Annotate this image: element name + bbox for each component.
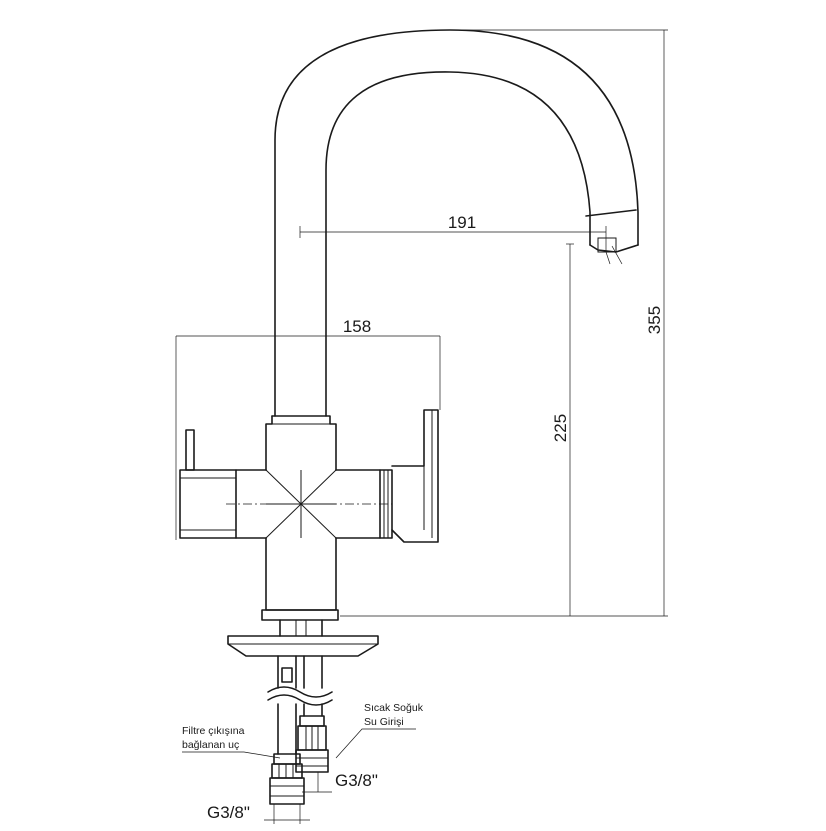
- annotation-filter-outlet: Filtre çıkışına bağlanan uç: [182, 725, 281, 759]
- filter-outlet-label-line1: Filtre çıkışına: [182, 725, 245, 737]
- dimension-225-label: 225: [551, 414, 570, 442]
- dimension-total-height: 355: [450, 29, 668, 617]
- inlet-fitting: [295, 715, 329, 773]
- inlet-label-line2: Su Girişi: [364, 716, 404, 728]
- dimension-body-width: 158: [175, 317, 441, 540]
- mounting-base: [227, 619, 379, 657]
- supply-hoses: [267, 655, 333, 755]
- filter-outlet-fitting: [269, 753, 305, 805]
- thread-inlet-dimension: G3/8": [302, 771, 378, 793]
- thread-inlet-label: G3/8": [335, 771, 378, 790]
- filter-outlet-label-line2: bağlanan uç: [182, 739, 239, 751]
- inlet-label-line1: Sıcak Soğuk: [364, 702, 424, 714]
- dimension-191-label: 191: [448, 213, 476, 232]
- faucet-body: [179, 409, 439, 621]
- dimension-355-label: 355: [645, 306, 664, 334]
- thread-filter-dimension: G3/8": [207, 803, 310, 824]
- dimension-158-label: 158: [343, 317, 371, 336]
- thread-filter-label: G3/8": [207, 803, 250, 822]
- annotation-inlet: Sıcak Soğuk Su Girişi: [335, 702, 424, 759]
- dimension-spout-reach: 191: [299, 213, 607, 252]
- dimension-spout-height: 225: [340, 243, 574, 617]
